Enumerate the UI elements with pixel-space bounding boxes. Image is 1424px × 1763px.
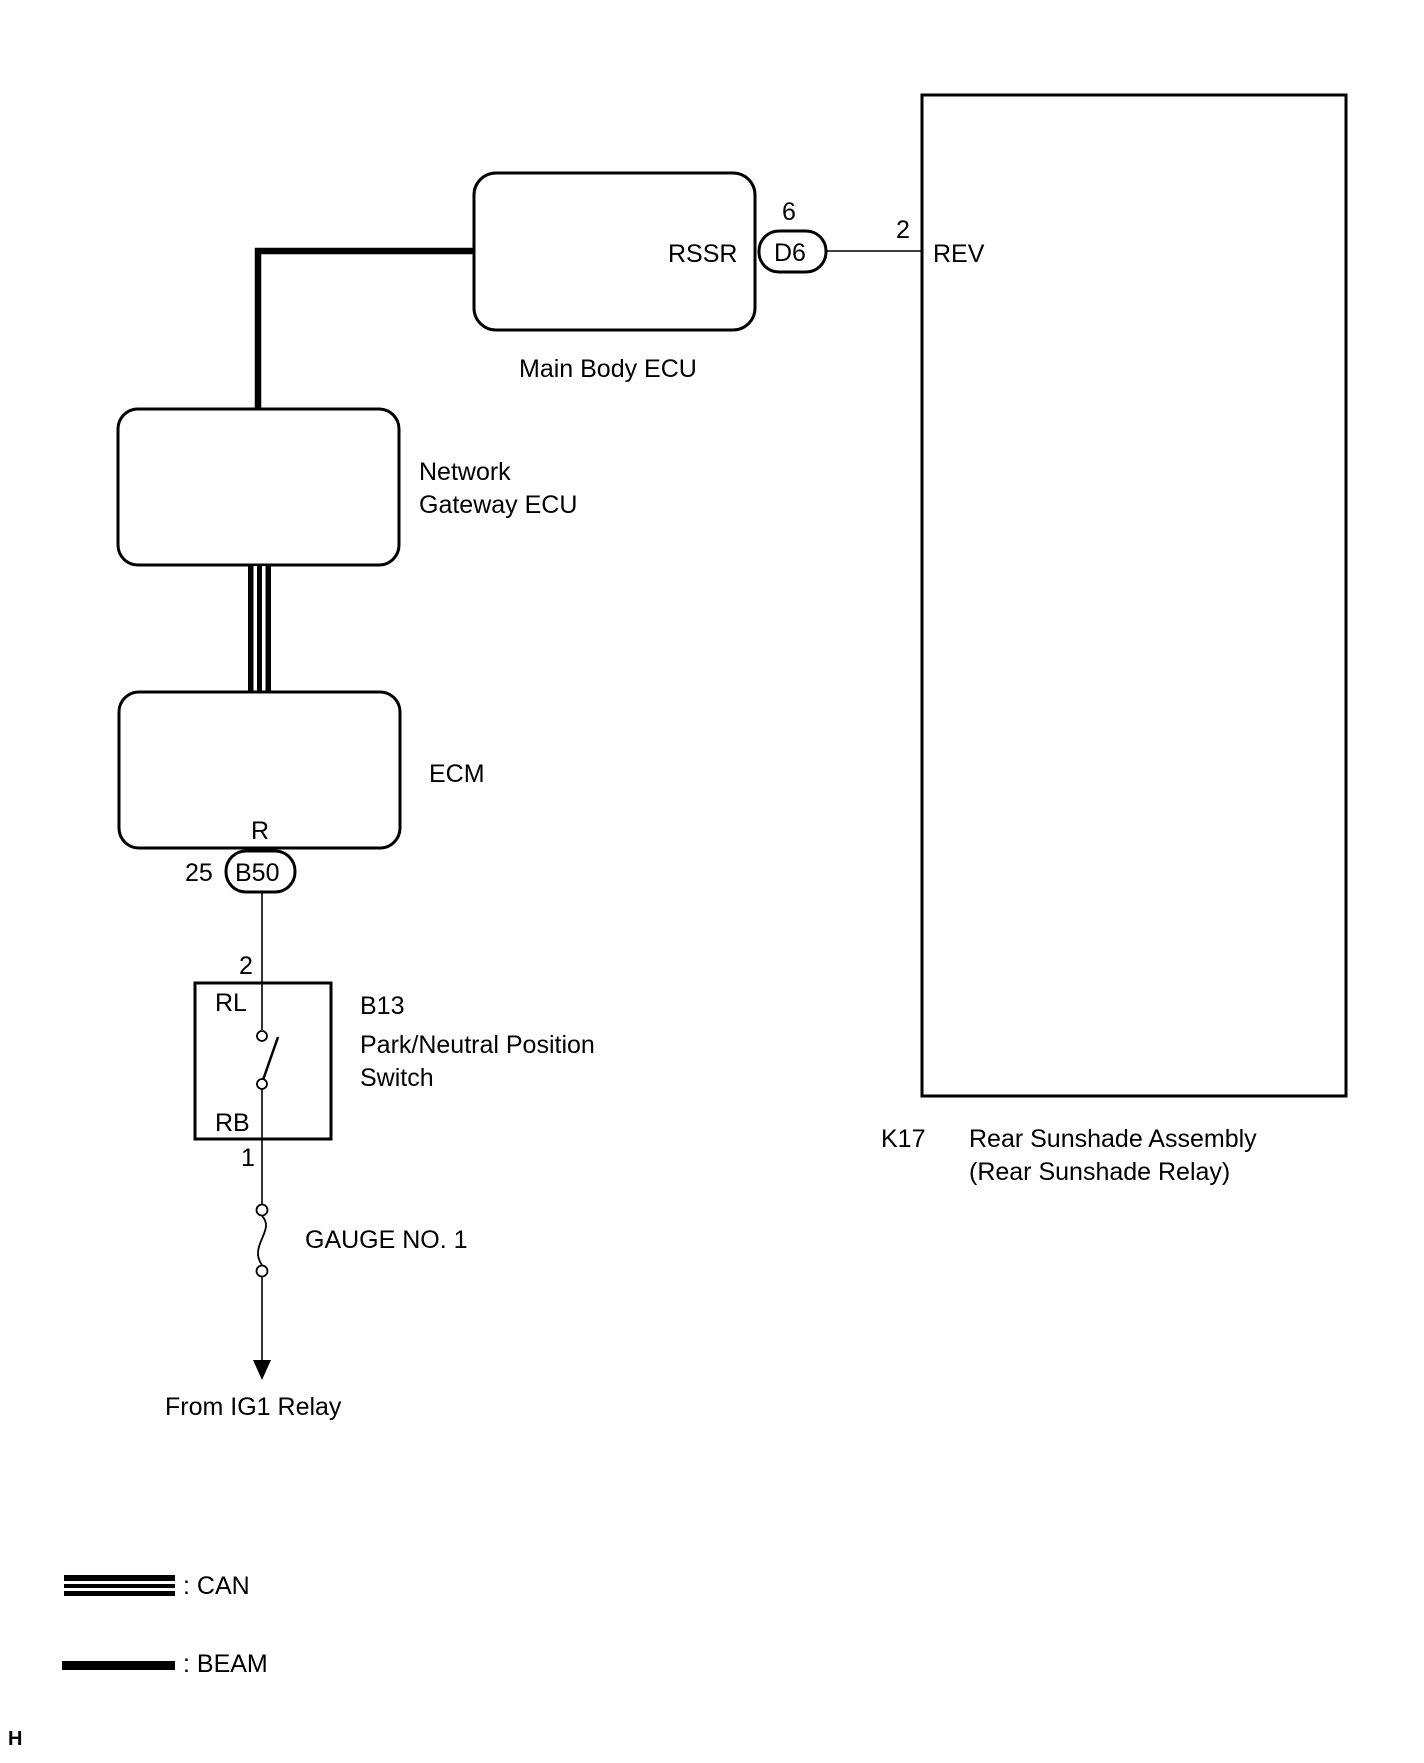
legend-can-symbol — [64, 1575, 175, 1596]
rear-sunshade-subname: (Rear Sunshade Relay) — [969, 1158, 1230, 1186]
arrow-down-icon — [253, 1360, 271, 1380]
switch-terminal-rb: RB — [215, 1109, 250, 1137]
switch-pin-2: 2 — [239, 952, 253, 980]
corner-mark: H — [8, 1728, 22, 1750]
ecm-terminal-r: R — [251, 817, 269, 845]
legend-beam-symbol — [62, 1661, 175, 1670]
switch-code-b13: B13 — [360, 992, 404, 1020]
rear-sunshade-code: K17 — [881, 1125, 925, 1153]
connector-b50-label: B50 — [235, 859, 279, 887]
switch-pin-1: 1 — [241, 1144, 255, 1172]
rear-sunshade-terminal-rev: REV — [933, 240, 985, 268]
rear-sunshade-pin-2: 2 — [896, 216, 910, 244]
ecm-box — [117, 690, 402, 850]
legend-beam-label: : BEAM — [183, 1650, 268, 1678]
rear-sunshade-name: Rear Sunshade Assembly — [969, 1125, 1257, 1153]
connector-d6-pin: 6 — [782, 198, 796, 226]
network-gateway-label-line2: Gateway ECU — [419, 491, 577, 519]
switch-contact-bottom — [256, 1078, 268, 1090]
switch-contact-top — [256, 1030, 268, 1042]
ecm-label: ECM — [429, 760, 485, 788]
source-label: From IG1 Relay — [165, 1393, 342, 1421]
fuse-terminal-bottom — [255, 1264, 269, 1278]
fuse-icon — [257, 1215, 267, 1266]
beam-line-main-body-to-gateway — [254, 247, 474, 410]
switch-terminal-rl: RL — [215, 989, 247, 1017]
legend-can-label: : CAN — [183, 1572, 250, 1600]
main-body-ecu-label: Main Body ECU — [519, 355, 697, 383]
rear-sunshade-assembly-box — [920, 93, 1348, 1098]
connector-b50 — [224, 849, 297, 894]
fuse-label: GAUGE NO. 1 — [305, 1226, 468, 1254]
network-gateway-label-line1: Network — [419, 458, 511, 486]
switch-blade — [261, 1036, 280, 1081]
switch-name-line1: Park/Neutral Position — [360, 1031, 595, 1059]
fuse-terminal-top — [255, 1203, 269, 1217]
network-gateway-ecu-box — [116, 407, 401, 567]
switch-name-line2: Switch — [360, 1064, 434, 1092]
connector-d6-label: D6 — [774, 239, 806, 267]
connector-b50-pin: 25 — [185, 859, 213, 887]
park-neutral-switch-box — [193, 981, 333, 1141]
main-body-ecu-terminal-rssr: RSSR — [668, 240, 737, 268]
can-line-gateway-to-ecm — [248, 566, 271, 691]
